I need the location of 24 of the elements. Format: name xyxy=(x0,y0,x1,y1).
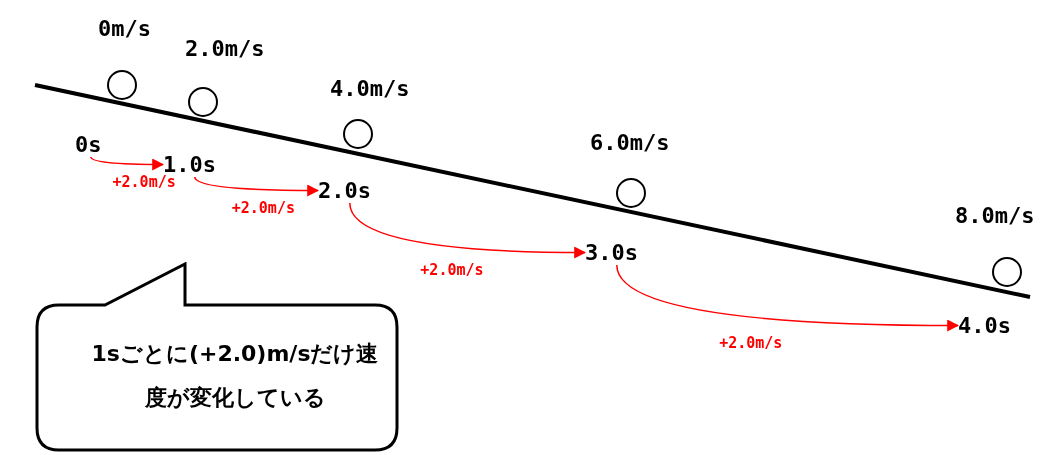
speed-label: 0m/s xyxy=(98,16,151,41)
ball-circle xyxy=(107,70,137,100)
time-label: 3.0s xyxy=(585,240,638,265)
arrow xyxy=(349,202,587,259)
edge-label: +2.0m/s xyxy=(231,198,295,217)
speed-label: 6.0m/s xyxy=(590,130,670,155)
time-label: 2.0s xyxy=(318,178,371,203)
ball-circle xyxy=(188,87,218,117)
ball-circle xyxy=(616,178,646,208)
arrow xyxy=(616,264,960,332)
speech-bubble xyxy=(35,262,401,452)
arrow xyxy=(194,176,320,197)
arrow xyxy=(90,156,165,171)
bubble-text: 1sごとに(+2.0)m/sだけ速度が変化している xyxy=(90,340,380,412)
speed-label: 8.0m/s xyxy=(955,203,1035,228)
ball-circle xyxy=(992,257,1022,287)
edge-label: +2.0m/s xyxy=(420,260,484,279)
speed-label: 2.0m/s xyxy=(185,36,265,61)
ball-circle xyxy=(343,119,373,149)
edge-label: +2.0m/s xyxy=(719,333,783,352)
time-label: 0s xyxy=(75,132,102,157)
edge-label: +2.0m/s xyxy=(112,172,176,191)
time-label: 4.0s xyxy=(958,313,1011,338)
speed-label: 4.0m/s xyxy=(330,76,410,101)
